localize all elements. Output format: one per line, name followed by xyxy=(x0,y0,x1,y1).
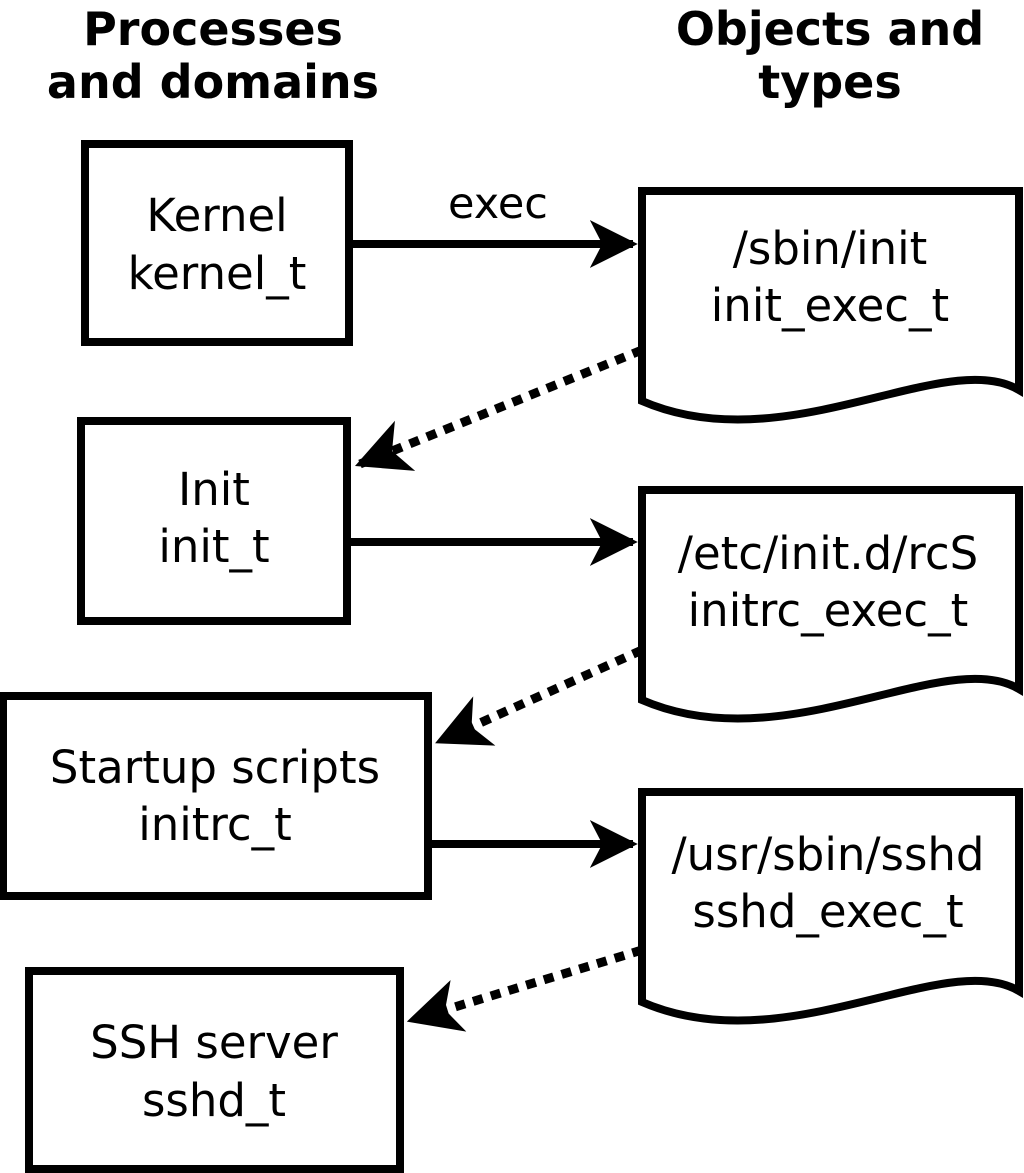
exec-arrows: exec xyxy=(347,179,638,868)
heading-right-line2: types xyxy=(758,55,901,109)
process-box-startup-rect xyxy=(0,692,432,900)
object-rcS-type: initrc_exec_t xyxy=(688,584,969,637)
process-kernel-label: Kernel xyxy=(146,189,287,242)
object-sbin-init-type: init_exec_t xyxy=(711,279,949,332)
object-doc-sbin-init: /sbin/init init_exec_t xyxy=(638,187,1023,424)
process-startup-domain: initrc_t xyxy=(138,798,292,851)
object-doc-usr-sbin-sshd: /usr/sbin/sshd sshd_exec_t xyxy=(638,788,1023,1025)
heading-left-line1: Processes xyxy=(83,2,343,56)
process-startup-label: Startup scripts xyxy=(50,741,380,794)
object-sshd-type: sshd_exec_t xyxy=(692,885,963,938)
process-init-label: Init xyxy=(178,463,250,516)
process-box-init: Init init_t xyxy=(77,417,351,625)
process-box-ssh-rect xyxy=(25,967,404,1173)
process-kernel-domain: kernel_t xyxy=(128,247,307,300)
column-heading-processes: Processes and domains xyxy=(47,2,379,109)
heading-right-line1: Objects and xyxy=(676,2,984,56)
object-doc-sshd-shape xyxy=(638,788,1023,1025)
process-box-init-rect xyxy=(77,417,351,625)
dotted-arrow-rcS-to-initrc xyxy=(435,645,644,746)
transition-arrows xyxy=(354,345,644,1032)
dotted-arrow-sshd-exec-to-sshd xyxy=(406,945,644,1032)
process-ssh-domain: sshd_t xyxy=(142,1074,286,1127)
object-sbin-init-path: /sbin/init xyxy=(733,222,928,275)
process-box-kernel-rect xyxy=(81,140,353,346)
column-heading-objects: Objects and types xyxy=(676,2,984,109)
object-rcS-path: /etc/init.d/rcS xyxy=(678,527,978,580)
object-doc-etc-initd-rcS: /etc/init.d/rcS initrc_exec_t xyxy=(638,486,1023,723)
process-init-domain: init_t xyxy=(158,520,269,573)
process-ssh-label: SSH server xyxy=(90,1016,338,1069)
heading-left-line2: and domains xyxy=(47,55,379,109)
process-box-startup-scripts: Startup scripts initrc_t xyxy=(0,692,432,900)
process-box-kernel: Kernel kernel_t xyxy=(81,140,353,346)
object-sshd-path: /usr/sbin/sshd xyxy=(672,828,985,881)
dotted-arrow-sbin-init-to-init xyxy=(354,345,644,471)
process-box-ssh-server: SSH server sshd_t xyxy=(25,967,404,1173)
exec-arrow-label: exec xyxy=(448,179,548,229)
object-doc-rcS-shape xyxy=(638,486,1023,723)
object-doc-sbin-init-shape xyxy=(638,187,1023,424)
